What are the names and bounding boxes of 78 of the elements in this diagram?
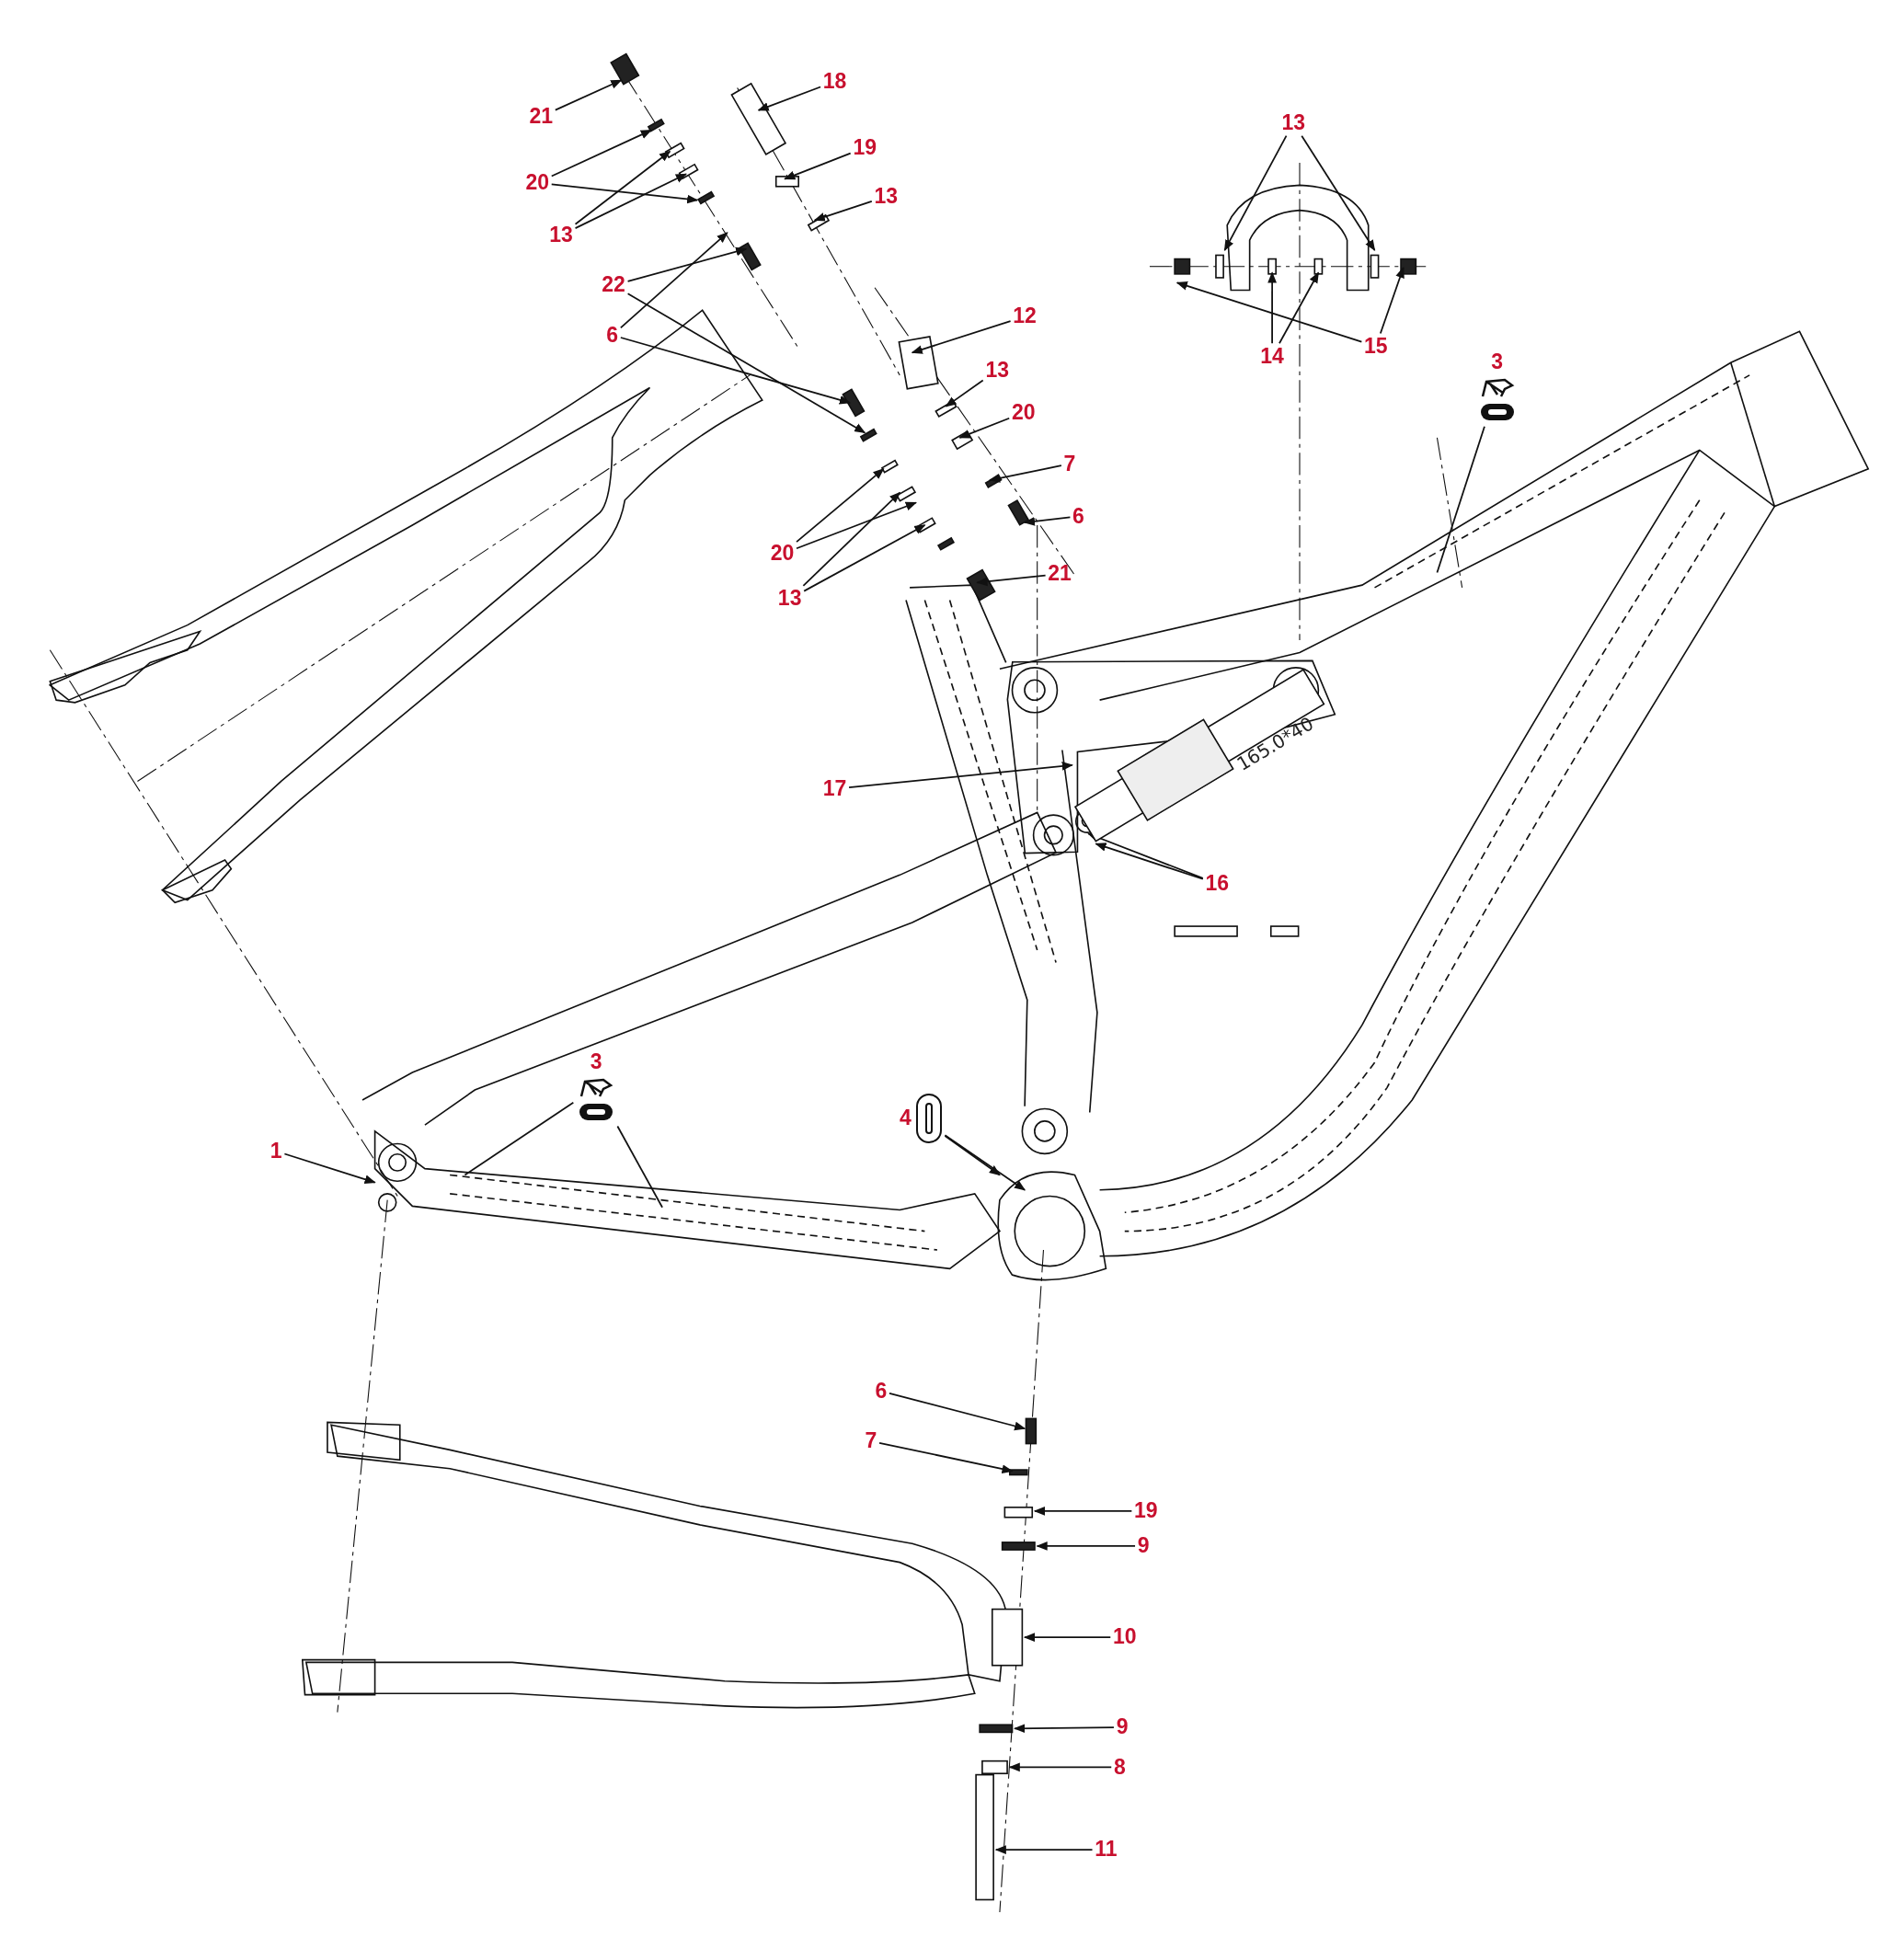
leader-line: [796, 501, 918, 550]
leader-line: [757, 86, 821, 111]
callout-number: 10: [1113, 1626, 1137, 1648]
leader-line: [911, 320, 1012, 354]
callout-number: 11: [1095, 1839, 1118, 1861]
callout-number: 21: [529, 105, 554, 127]
leader-line: [1087, 832, 1204, 879]
leader-line: [994, 1845, 1094, 1854]
callout-number: 7: [865, 1430, 877, 1451]
leader-line: [626, 246, 748, 282]
leader-line: [1267, 271, 1277, 345]
leader-line: [619, 337, 852, 405]
leader-line: [945, 379, 984, 407]
leader-line: [464, 1101, 575, 1176]
callout-number: 19: [1134, 1500, 1158, 1522]
callout-number: 7: [1063, 453, 1076, 475]
callout-number: 13: [777, 588, 802, 610]
leader-line: [944, 1135, 1001, 1176]
callout-number: 12: [1013, 305, 1037, 327]
leader-line: [1036, 1542, 1136, 1551]
leader-line: [803, 524, 926, 592]
leader-line: [802, 491, 901, 587]
callout-number: 4: [899, 1107, 912, 1129]
leader-line: [784, 152, 852, 180]
leader-line: [550, 129, 652, 178]
leader-line: [1223, 134, 1288, 252]
callout-number: 20: [1011, 401, 1036, 423]
callout-number: 18: [822, 70, 847, 92]
leader-line: [1014, 1724, 1115, 1734]
leader-line: [616, 1125, 663, 1209]
leader-line: [813, 200, 873, 222]
leader-line: [574, 150, 671, 225]
callout-number: 13: [549, 224, 573, 246]
leader-line: [1175, 281, 1363, 343]
callout-number: 9: [1116, 1716, 1129, 1738]
callout-number: 19: [853, 136, 877, 158]
callout-number: 14: [1260, 345, 1284, 367]
callout-number: 13: [985, 359, 1009, 381]
callout-number: 3: [590, 1050, 602, 1072]
callout-number: 6: [606, 324, 619, 346]
callout-number: 21: [1048, 563, 1072, 585]
callout-number: 8: [1113, 1756, 1126, 1778]
leader-line: [1301, 134, 1376, 252]
leader-line: [1436, 425, 1485, 574]
leader-line: [796, 467, 885, 544]
leader-line: [1033, 1507, 1133, 1516]
leader-line: [1095, 842, 1204, 880]
leader-line: [976, 574, 1047, 587]
leader-line: [878, 1441, 1014, 1473]
leader-line: [958, 417, 1011, 439]
leader-line: [848, 762, 1073, 788]
callout-number: 22: [602, 274, 625, 296]
leader-line: [283, 1152, 376, 1184]
callout-number: 17: [822, 777, 847, 799]
leader-line: [619, 232, 728, 329]
callout-number: 6: [1072, 505, 1084, 527]
callout-number: 20: [525, 171, 549, 193]
leader-line: [1023, 516, 1072, 526]
leader-line: [1008, 1762, 1113, 1772]
leader-line: [1279, 271, 1320, 345]
leader-line: [1379, 266, 1405, 335]
callout-number: 16: [1205, 873, 1230, 895]
leader-line: [988, 464, 1062, 483]
callout-number: 1: [269, 1140, 282, 1162]
callout-number: 3: [1491, 350, 1504, 373]
leader-line: [574, 173, 687, 230]
callout-number: 13: [1281, 111, 1305, 133]
callout-number: 13: [874, 185, 899, 207]
leader-line: [554, 79, 623, 111]
leader-line: [889, 1393, 1026, 1431]
leader-line: [1023, 1633, 1112, 1643]
leader-line: [550, 183, 699, 204]
callout-number: 20: [770, 543, 795, 565]
leader-line: [944, 1134, 1026, 1191]
callout-number: 9: [1137, 1535, 1150, 1557]
leader-line: [626, 292, 866, 434]
callout-number: 15: [1364, 335, 1388, 357]
callout-number: 6: [875, 1380, 888, 1402]
